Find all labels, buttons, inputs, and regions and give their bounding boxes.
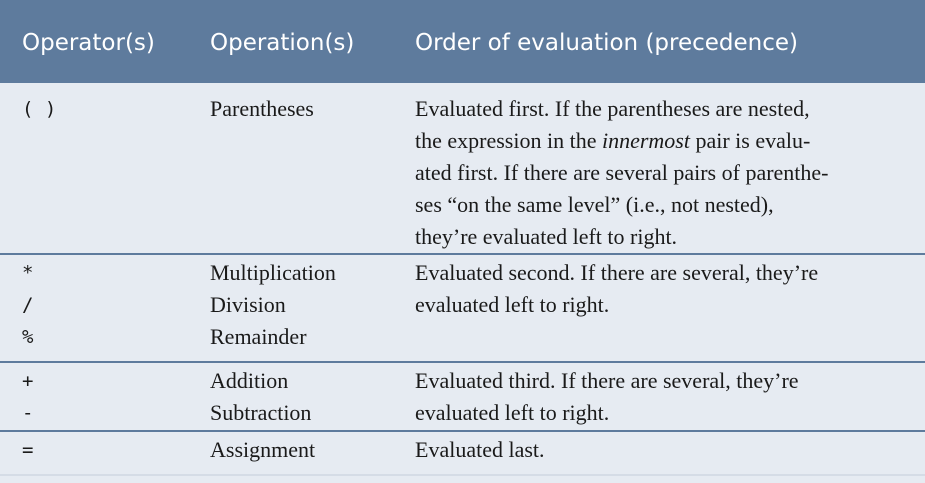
line-segment: pair is evalu- [689,128,811,153]
operator-symbol: % [22,326,34,348]
header-order-of-evaluation: Order of evaluation (precedence) [415,30,799,56]
header-operations: Operation(s) [210,30,355,56]
operator-symbol: + [22,370,34,392]
evaluation-line: the expression in the innermost pair is … [415,125,905,157]
operator-cell: * /% [22,257,33,353]
operator-symbol: - [22,402,34,424]
operation-name: Division [210,292,286,317]
evaluation-cell: Evaluated second. If there are several, … [415,257,905,321]
row-divider [0,361,925,363]
operation-name: Addition [210,368,289,393]
operator-cell: +- [22,365,33,429]
evaluation-line: Evaluated third. If there are several, t… [415,368,799,393]
emphasis-text: innermost [601,128,690,153]
operation-name: Multiplication [210,260,336,285]
header-operators: Operator(s) [22,30,155,56]
operator-symbol: = [22,439,34,461]
evaluation-line: they’re evaluated left to right. [415,224,678,249]
operation-cell: Assignment [210,434,315,466]
operator-cell: = [22,434,33,466]
evaluation-line: evaluated left to right. [415,400,610,425]
evaluation-cell: Evaluated third. If there are several, t… [415,365,905,429]
evaluation-line: Evaluated first. If the parentheses are … [415,96,810,121]
evaluation-cell: Evaluated last. [415,434,905,466]
operator-symbol: * [22,262,34,284]
operation-name: Parentheses [210,96,314,121]
evaluation-line: ated first. If there are several pairs o… [415,160,829,185]
operator-symbol: / [22,294,34,316]
evaluation-cell: Evaluated first. If the parentheses are … [415,93,905,253]
operation-name: Subtraction [210,400,312,425]
row-divider [0,430,925,432]
evaluation-line: Evaluated last. [415,437,545,462]
evaluation-line: evaluated left to right. [415,292,610,317]
row-divider [0,253,925,255]
line-segment: the expression in the [415,128,602,153]
evaluation-line: Evaluated second. If there are several, … [415,260,819,285]
operation-cell: Parentheses [210,93,314,125]
table-bottom-border [0,474,925,476]
operation-name: Remainder [210,324,307,349]
operator-cell: ( ) [22,93,56,125]
evaluation-line: ses “on the same level” (i.e., not neste… [415,192,774,217]
operation-name: Assignment [210,437,316,462]
table-header: Operator(s) Operation(s) Order of evalua… [0,0,925,83]
operator-symbol: ( ) [22,98,57,120]
